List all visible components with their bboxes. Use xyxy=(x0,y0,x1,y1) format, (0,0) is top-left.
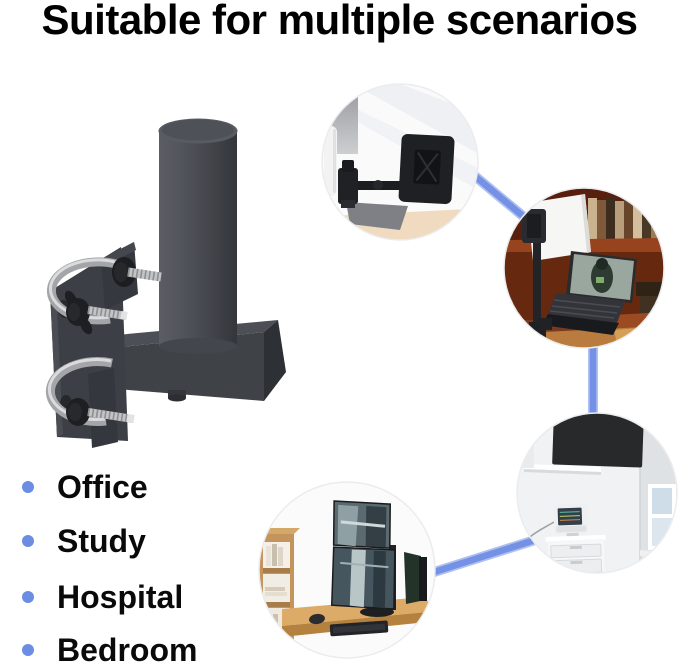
monitor-wall-mount-photo xyxy=(321,83,479,241)
scenario-label: Hospital xyxy=(57,579,184,615)
headline: Suitable for multiple scenarios xyxy=(41,0,638,43)
scenario-label: Study xyxy=(57,523,146,559)
scenario-item-bedroom: Bedroom xyxy=(22,634,197,666)
office-dual-monitor-photo xyxy=(258,481,436,659)
scenario-item-hospital: Hospital xyxy=(22,581,183,613)
scenario-label: Bedroom xyxy=(57,632,198,668)
u-bolt-bottom xyxy=(45,357,135,426)
connector-lines xyxy=(426,168,598,579)
bullet-icon xyxy=(22,644,34,656)
product-render-pole-mount xyxy=(45,118,286,448)
bullet-icon xyxy=(22,481,34,493)
scenario-item-study: Study xyxy=(22,525,146,557)
bullet-icon xyxy=(22,535,34,547)
study-laptop-mount-photo xyxy=(503,187,665,349)
bullet-icon xyxy=(22,591,34,603)
connector-line-1 xyxy=(466,168,534,226)
wing-nut-middle xyxy=(64,290,128,335)
scenario-label: Office xyxy=(57,469,148,505)
connector-line-3 xyxy=(426,535,537,579)
scenario-item-office: Office xyxy=(22,471,148,503)
hospital-room-photo xyxy=(516,412,678,574)
mount-pole-cylinder xyxy=(158,118,238,354)
